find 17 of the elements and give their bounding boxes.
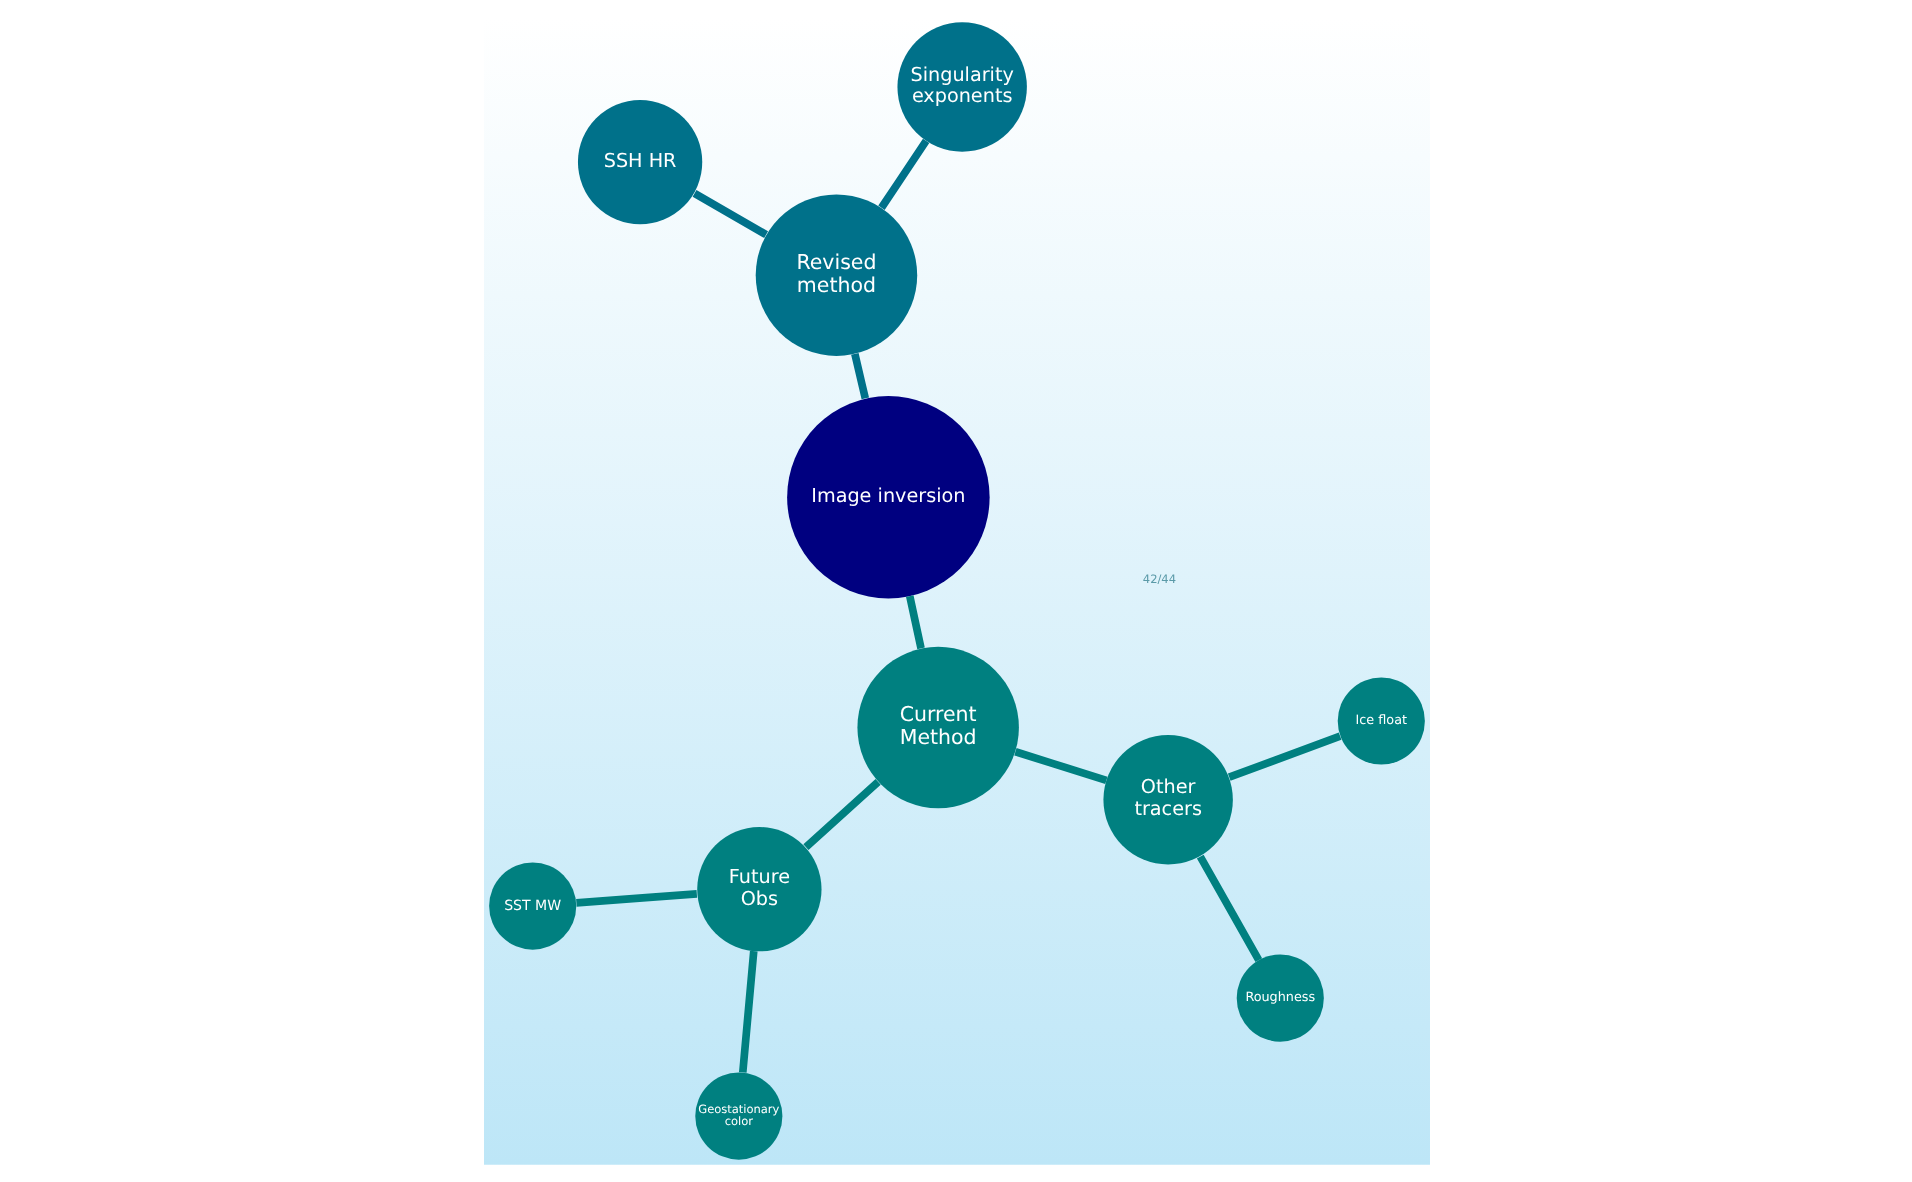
connector	[1013, 748, 1107, 784]
connector	[877, 138, 929, 210]
connector	[575, 890, 697, 907]
node-circle: Image inversion	[786, 395, 989, 599]
connector	[737, 950, 757, 1073]
node-circle: Singularity exponents	[896, 22, 1026, 152]
connector	[905, 595, 924, 650]
node-circle: Other tracers	[1102, 735, 1232, 865]
connector	[1195, 854, 1262, 962]
node-circle: Revised method	[754, 194, 917, 356]
connector	[850, 353, 869, 400]
node-circle: Future Obs	[696, 827, 821, 952]
connector	[1226, 732, 1341, 781]
connector	[691, 190, 768, 238]
node-circle: Current Method	[856, 646, 1018, 809]
node-circle: SSH HR	[576, 99, 702, 225]
connector	[802, 778, 880, 850]
